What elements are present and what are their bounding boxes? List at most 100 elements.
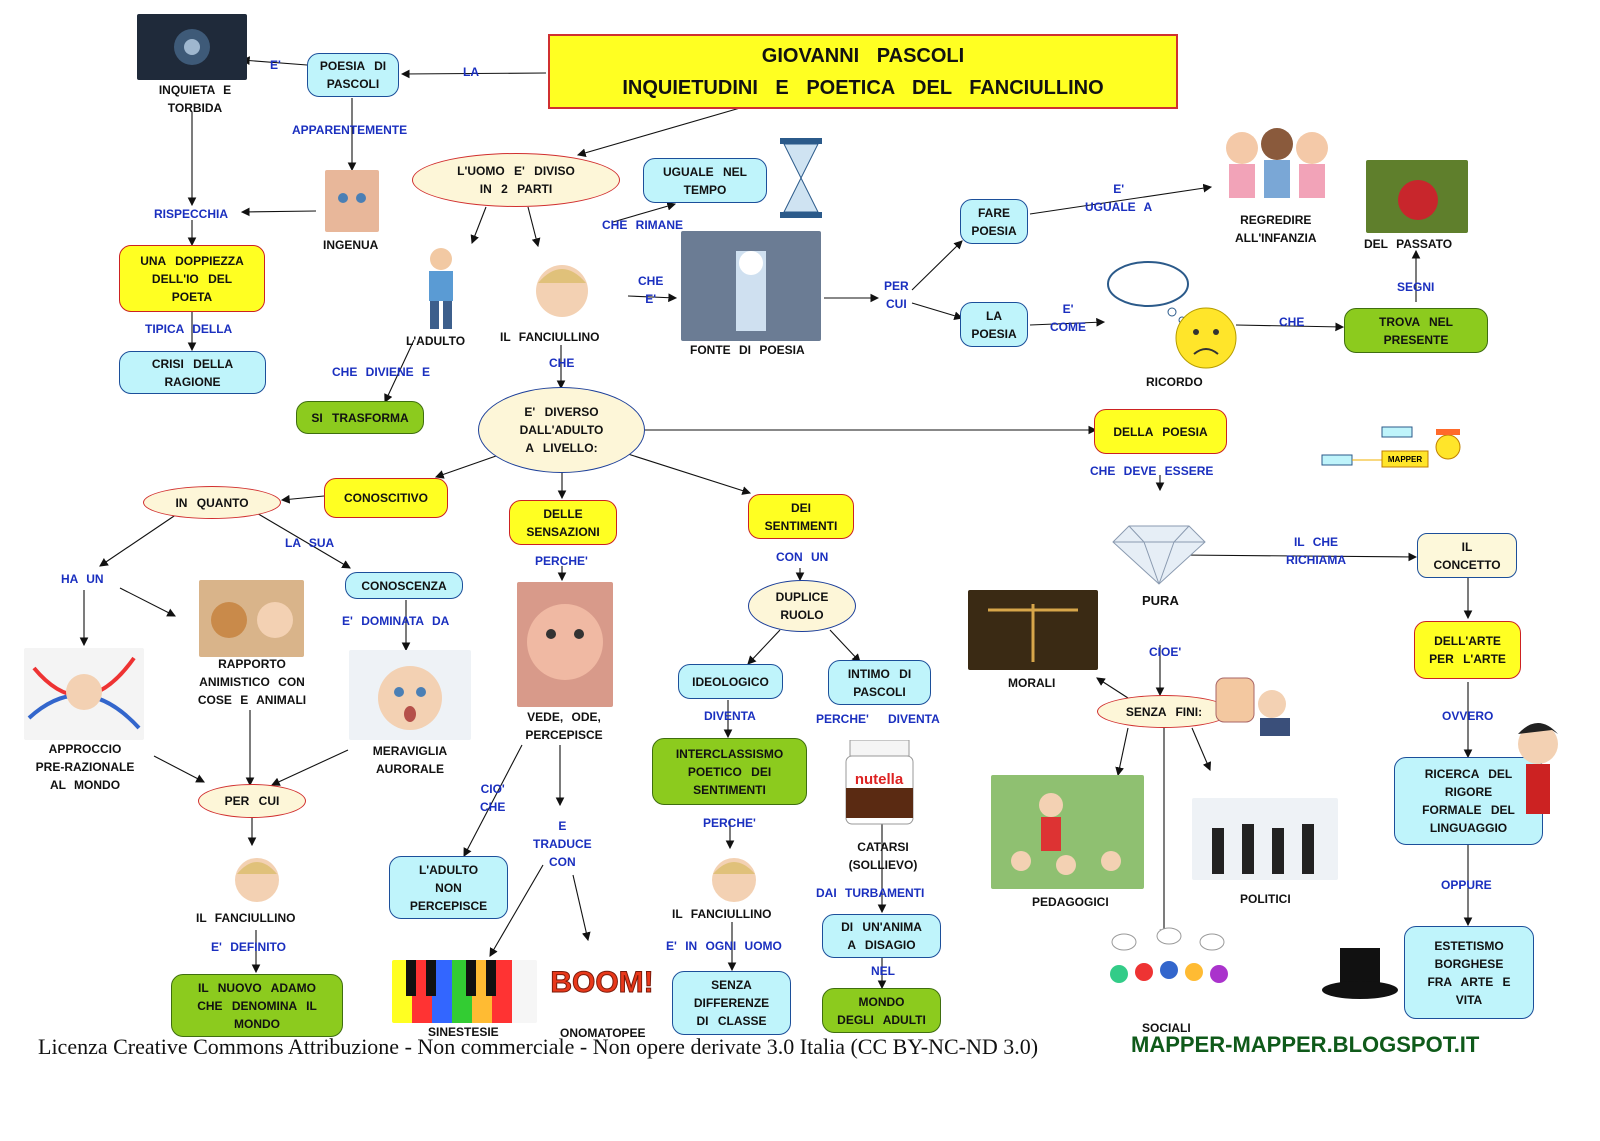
node-senza-fini: SENZA FINI: bbox=[1097, 695, 1231, 728]
label-cioe: CIOE' bbox=[1149, 645, 1182, 659]
node-il-concetto: IL CONCETTO bbox=[1417, 533, 1517, 578]
children-playing-image bbox=[1226, 128, 1328, 198]
label-segni: SEGNI bbox=[1397, 280, 1435, 294]
node-doppiezza: UNA DOPPIEZZA DELL'IO DEL POETA bbox=[119, 245, 265, 312]
adult-man-cartoon bbox=[429, 248, 453, 329]
label-oppure: OPPURE bbox=[1441, 878, 1492, 892]
caption-fanciullino-3: IL FANCIULLINO bbox=[672, 907, 772, 921]
node-poesia-di-pascoli: POESIA DI PASCOLI bbox=[307, 53, 399, 97]
footer-license: Licenza Creative Commons Attribuzione - … bbox=[38, 1034, 1039, 1059]
label-diventa-1: DIVENTA bbox=[704, 709, 756, 723]
caption-regredire-infanzia: REGREDIRE ALL'INFANZIA bbox=[1235, 213, 1317, 245]
baby-painting-image bbox=[24, 648, 144, 740]
label-nel: NEL bbox=[871, 964, 895, 978]
caption-vede-ode: VEDE, ODE, PERCEPISCE bbox=[525, 710, 603, 742]
cat-and-baby-image bbox=[199, 580, 304, 657]
caption-politici: POLITICI bbox=[1240, 892, 1291, 906]
child-image-3 bbox=[712, 858, 756, 902]
node-la-poesia: LA POESIA bbox=[960, 302, 1028, 347]
node-fare-poesia: FARE POESIA bbox=[960, 199, 1028, 244]
label-e-come: E' COME bbox=[1050, 302, 1086, 334]
caption-fanciullino-2: IL FANCIULLINO bbox=[196, 911, 296, 925]
node-uguale-nel-tempo: UGUALE NEL TEMPO bbox=[643, 158, 767, 203]
waterfall-fountain-image bbox=[681, 231, 821, 341]
label-che-rimane: CHE RIMANE bbox=[602, 218, 684, 232]
label-cio-che: CIO' CHE bbox=[480, 782, 506, 814]
label-uguale-a: E' UGUALE A bbox=[1085, 182, 1153, 214]
caption-pura: PURA bbox=[1142, 593, 1179, 608]
justice-scale-image bbox=[968, 590, 1098, 670]
node-ideologico: IDEOLOGICO bbox=[678, 664, 783, 699]
node-uomo-diviso: L'UOMO E' DIVISO IN 2 PARTI bbox=[412, 153, 620, 207]
node-mondo-adulti: MONDO DEGLI ADULTI bbox=[822, 988, 941, 1033]
node-adulto-non-percepisce: L'ADULTO NON PERCEPISCE bbox=[389, 856, 508, 919]
node-un-anima: DI UN'ANIMA A DISAGIO bbox=[822, 914, 941, 958]
label-perche-1: PERCHE' bbox=[535, 554, 588, 568]
caption-ingenua: INGENUA bbox=[323, 238, 379, 252]
surprised-baby-image bbox=[349, 650, 471, 740]
caption-fanciullino-1: IL FANCIULLINO bbox=[500, 330, 600, 344]
node-delle-sensazioni: DELLE SENSAZIONI bbox=[509, 500, 617, 545]
label-e-traduce-con: E TRADUCE CON bbox=[533, 819, 592, 869]
label-e-definito: E' DEFINITO bbox=[211, 940, 286, 954]
node-nuovo-adamo: IL NUOVO ADAMO CHE DENOMINA IL MONDO bbox=[171, 974, 343, 1037]
caption-del-passato: DEL PASSATO bbox=[1364, 237, 1453, 251]
label-e-in-ogni-uomo: E' IN OGNI UOMO bbox=[666, 939, 782, 953]
boom-onomatopoeia-image: BOOM! bbox=[550, 966, 654, 1000]
crying-baby-image bbox=[517, 582, 613, 707]
label-rispecchia: RISPECCHIA bbox=[154, 207, 229, 221]
mapper-logo: MAPPER bbox=[1321, 426, 1461, 468]
caption-catarsi: CATARSI (SOLLIEVO) bbox=[848, 840, 918, 872]
protest-silhouettes-image bbox=[1192, 798, 1338, 880]
node-estetismo: ESTETISMO BORGHESE FRA ARTE E VITA bbox=[1404, 926, 1534, 1019]
node-della-poesia: DELLA POESIA bbox=[1094, 409, 1227, 454]
title-line-1: GIOVANNI PASCOLI bbox=[761, 44, 965, 67]
thought-bubble-sad-face bbox=[1107, 261, 1237, 369]
label-perche-2: PERCHE' bbox=[816, 712, 869, 726]
label-dai-turbamenti: DAI TURBAMENTI bbox=[816, 886, 925, 900]
node-conoscenza: CONOSCENZA bbox=[345, 572, 463, 599]
label-perche-3: PERCHE' bbox=[703, 816, 756, 830]
piano-keys-image bbox=[392, 960, 537, 1023]
label-che-e: CHE E' bbox=[638, 274, 664, 306]
footer-blog-link[interactable]: MAPPER-MAPPER.BLOGSPOT.IT bbox=[1131, 1032, 1480, 1057]
node-senza-differenze: SENZA DIFFERENZE DI CLASSE bbox=[672, 971, 791, 1035]
node-trova-presente: TROVA NEL PRESENTE bbox=[1344, 308, 1488, 353]
label-che-1: CHE bbox=[549, 356, 575, 370]
node-in-quanto: IN QUANTO bbox=[143, 486, 281, 519]
label-il-che-richiama: IL CHE RICHIAMA bbox=[1286, 535, 1346, 567]
caption-rapporto-animistico: RAPPORTO ANIMISTICO CON COSE E ANIMALI bbox=[197, 657, 307, 707]
baby-face-image bbox=[325, 170, 379, 232]
label-la: LA bbox=[463, 65, 479, 79]
caption-onomatopee: ONOMATOPEE bbox=[560, 1026, 646, 1040]
node-conoscitivo: CONOSCITIVO bbox=[324, 478, 448, 518]
label-tipica-della: TIPICA DELLA bbox=[145, 322, 233, 336]
label-dominata-da: E' DOMINATA DA bbox=[342, 614, 450, 628]
caption-adulto: L'ADULTO bbox=[406, 334, 466, 348]
top-hat-image bbox=[1322, 948, 1398, 999]
label-ha-un: HA UN bbox=[61, 572, 104, 586]
diamond-image bbox=[1112, 525, 1206, 585]
node-arte-per-arte: DELL'ARTE PER L'ARTE bbox=[1414, 621, 1521, 679]
label-diventa-2: DIVENTA bbox=[888, 712, 940, 726]
node-duplice-ruolo: DUPLICE RUOLO bbox=[748, 580, 856, 632]
child-image-1 bbox=[536, 265, 588, 317]
caption-morali: MORALI bbox=[1008, 676, 1056, 690]
caption-inquieta-torbida: INQUIETA E TORBIDA bbox=[158, 83, 232, 115]
boom-text: BOOM! bbox=[550, 966, 653, 999]
nutella-jar-image: nutella bbox=[845, 740, 914, 825]
dark-storm-image bbox=[137, 14, 247, 80]
node-diverso: E' DIVERSO DALL'ADULTO A LIVELLO: bbox=[478, 387, 645, 473]
caption-pedagogici: PEDAGOGICI bbox=[1032, 895, 1109, 909]
caption-sinestesie: SINESTESIE bbox=[428, 1025, 499, 1039]
hourglass-image bbox=[780, 138, 822, 218]
label-che-2: CHE bbox=[1279, 315, 1305, 329]
label-con-un: CON UN bbox=[776, 550, 829, 564]
nutella-label: nutella bbox=[855, 771, 904, 788]
node-per-cui: PER CUI bbox=[198, 784, 306, 818]
label-la-sua: LA SUA bbox=[285, 536, 335, 550]
man-stop-hand-image bbox=[1215, 677, 1290, 736]
people-speech-bubbles-image bbox=[1110, 927, 1228, 983]
caption-fonte-poesia: FONTE DI POESIA bbox=[690, 343, 805, 357]
